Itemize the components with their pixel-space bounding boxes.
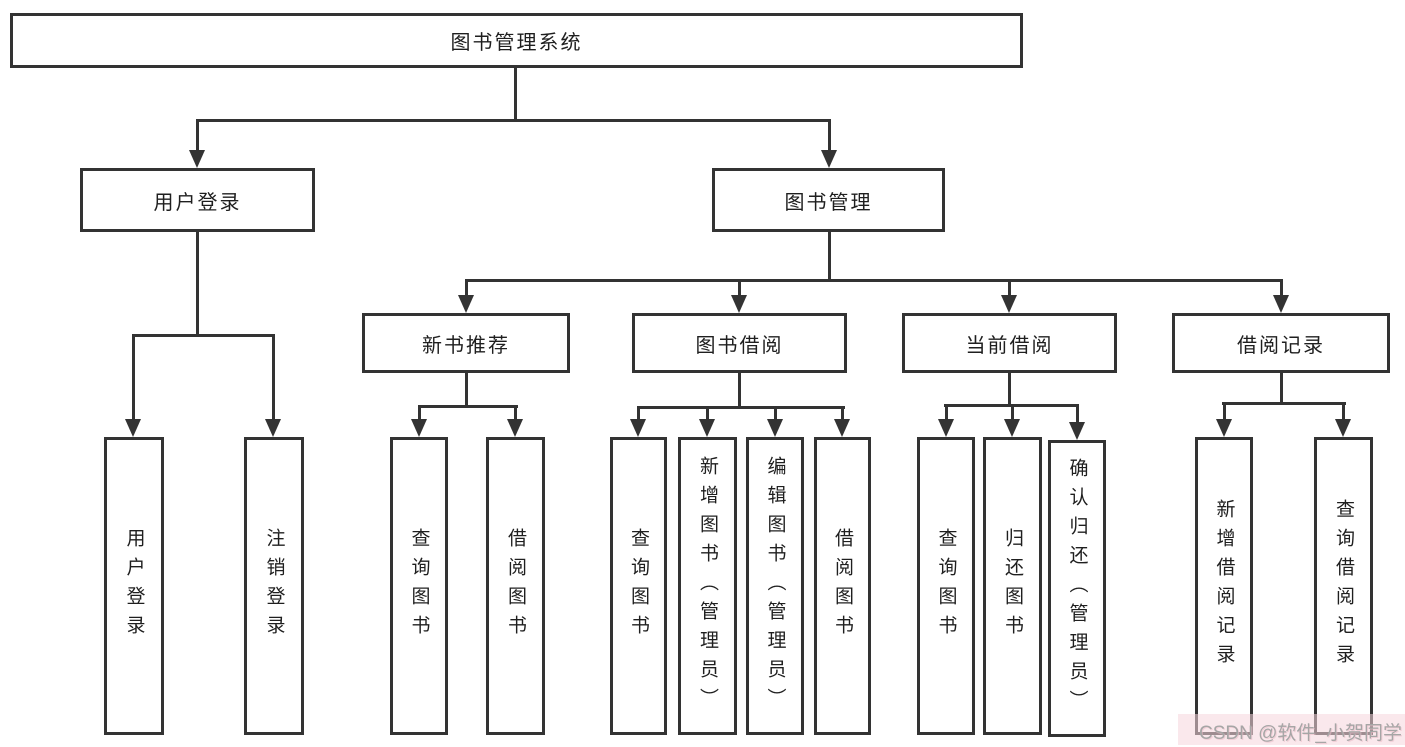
arrow-down-icon	[630, 419, 646, 437]
arrow-down-icon	[731, 295, 747, 313]
leaf-label: 归还图书	[1002, 528, 1023, 644]
arrow-down-icon	[1273, 295, 1289, 313]
connector-line	[465, 279, 468, 297]
arrow-down-icon	[1216, 419, 1232, 437]
leaf-return-books: 归还图书	[983, 437, 1042, 735]
arrow-down-icon	[1004, 419, 1020, 437]
connector-line	[272, 334, 275, 422]
leaf-label: 新增图书（管理员）	[697, 455, 718, 717]
node-book-borrow-label: 图书借阅	[695, 334, 784, 357]
connector-line	[738, 373, 741, 408]
leaf-label: 查询借阅记录	[1333, 499, 1354, 673]
connector-line	[196, 232, 199, 336]
node-new-book-recommend-label: 新书推荐	[422, 334, 510, 357]
leaf-label: 查询图书	[408, 528, 430, 644]
leaf-label: 借阅图书	[832, 528, 853, 644]
node-book-management-label: 图书管理	[784, 191, 873, 214]
leaf-borrow-books: 借阅图书	[814, 437, 871, 735]
connector-line	[1280, 373, 1283, 404]
connector-line	[945, 404, 948, 422]
leaf-logout: 注销登录	[244, 437, 304, 735]
node-user-login-label: 用户登录	[153, 191, 242, 214]
leaf-query-books: 查询图书	[610, 437, 667, 735]
arrow-down-icon	[699, 419, 715, 437]
node-book-borrow: 图书借阅	[632, 313, 847, 373]
connector-line	[514, 68, 517, 121]
connector-line	[828, 119, 831, 153]
node-root: 图书管理系统	[10, 13, 1023, 68]
leaf-label: 借阅图书	[505, 528, 526, 644]
arrow-down-icon	[507, 419, 523, 437]
node-book-management: 图书管理	[712, 168, 945, 232]
connector-line	[1280, 279, 1283, 297]
arrow-down-icon	[1335, 419, 1351, 437]
connector-line	[196, 119, 831, 122]
connector-line	[1076, 404, 1079, 425]
leaf-confirm-return-admin: 确认归还（管理员）	[1048, 440, 1106, 737]
leaf-add-borrow-record: 新增借阅记录	[1195, 437, 1253, 735]
connector-line	[418, 405, 421, 422]
connector-line	[132, 334, 135, 422]
connector-line	[1222, 402, 1346, 405]
arrow-down-icon	[938, 419, 954, 437]
arrow-down-icon	[1069, 422, 1085, 440]
connector-line	[196, 119, 199, 153]
arrow-down-icon	[767, 419, 783, 437]
leaf-edit-books-admin: 编辑图书（管理员）	[746, 437, 804, 735]
arrow-down-icon	[1001, 295, 1017, 313]
connector-line	[514, 405, 517, 422]
node-user-login: 用户登录	[80, 168, 315, 232]
connector-line	[1342, 402, 1345, 422]
connector-line	[738, 279, 741, 297]
leaf-query-books: 查询图书	[917, 437, 975, 735]
connector-line	[465, 279, 1283, 282]
watermark-text: CSDN @软件_小贺同学	[1199, 723, 1402, 744]
connector-line	[841, 406, 844, 422]
connector-line	[637, 406, 845, 409]
leaf-label: 注销登录	[263, 528, 285, 644]
watermark-background	[1178, 714, 1405, 745]
connector-line	[706, 406, 709, 422]
connector-line	[132, 334, 275, 337]
arrow-down-icon	[821, 150, 837, 168]
connector-line	[1008, 373, 1011, 406]
arrow-down-icon	[265, 419, 281, 437]
node-current-borrow-label: 当前借阅	[965, 334, 1054, 357]
connector-line	[774, 406, 777, 422]
connector-line	[637, 406, 640, 422]
node-new-book-recommend: 新书推荐	[362, 313, 570, 373]
leaf-query-books: 查询图书	[390, 437, 448, 735]
arrow-down-icon	[458, 295, 474, 313]
leaf-add-books-admin: 新增图书（管理员）	[678, 437, 737, 735]
connector-line	[1008, 279, 1011, 297]
connector-line	[418, 405, 518, 408]
node-borrow-records-label: 借阅记录	[1237, 334, 1325, 357]
node-borrow-records: 借阅记录	[1172, 313, 1390, 373]
leaf-borrow-books: 借阅图书	[486, 437, 545, 735]
arrow-down-icon	[189, 150, 205, 168]
node-current-borrow: 当前借阅	[902, 313, 1117, 373]
connector-line	[465, 373, 468, 407]
leaf-label: 查询图书	[935, 528, 957, 644]
leaf-label: 用户登录	[123, 528, 145, 644]
arrow-down-icon	[411, 419, 427, 437]
arrow-down-icon	[125, 419, 141, 437]
leaf-query-borrow-record: 查询借阅记录	[1314, 437, 1373, 735]
connector-line	[828, 232, 831, 281]
arrow-down-icon	[834, 419, 850, 437]
leaf-label: 新增借阅记录	[1213, 499, 1235, 673]
connector-line	[1223, 402, 1226, 422]
leaf-user-login: 用户登录	[104, 437, 164, 735]
leaf-label: 查询图书	[628, 528, 649, 644]
leaf-label: 确认归还（管理员）	[1066, 458, 1088, 719]
connector-line	[1011, 404, 1014, 422]
node-root-label: 图书管理系统	[450, 32, 583, 54]
leaf-label: 编辑图书（管理员）	[764, 455, 786, 717]
